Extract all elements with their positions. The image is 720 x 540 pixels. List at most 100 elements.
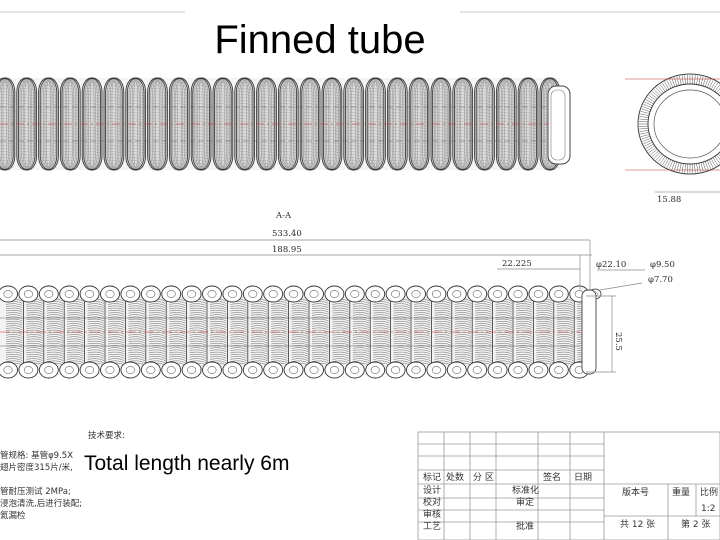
fin-disc	[385, 361, 406, 379]
tube-bend-inner	[550, 89, 566, 161]
fin-disc	[446, 285, 467, 303]
fin-disc	[120, 285, 141, 303]
fin-coil	[147, 77, 168, 171]
tb-approve: 批准	[516, 520, 534, 532]
fin-disc	[528, 361, 549, 379]
fin-disc	[508, 285, 528, 303]
section-fin	[169, 298, 188, 366]
tb-review: 审核	[423, 508, 441, 520]
fin-disc	[222, 361, 243, 379]
section-fin	[128, 298, 147, 366]
tech-req-line-1: 管规格: 基管φ9.5X	[0, 450, 73, 461]
fin-disc	[100, 285, 120, 303]
fin-disc	[202, 285, 222, 303]
tb-scale-label: 比例	[700, 486, 718, 498]
section-fin	[556, 298, 575, 366]
tech-req-line-5: 浸泡清洗,后进行装配;	[0, 498, 82, 509]
tb-scale-value: 1:2	[701, 504, 715, 514]
tb-design: 设计	[423, 484, 441, 496]
tb-standardization: 标准化	[512, 484, 539, 496]
dim-sub-length: 188.95	[272, 245, 302, 255]
fin-disc	[365, 285, 386, 303]
fin-disc	[487, 361, 508, 379]
finned-tube-top-view	[0, 77, 571, 171]
fin-disc	[426, 361, 447, 379]
fin-disc	[426, 285, 447, 303]
tb-check: 校对	[423, 496, 441, 508]
dim-overall-length: 533.40	[272, 229, 302, 239]
dim-end-view-width: 15.88	[657, 195, 681, 205]
section-label: A-A	[275, 211, 292, 221]
fin-disc	[0, 285, 18, 303]
fin-disc	[528, 285, 549, 303]
section-body	[0, 291, 584, 371]
fin-disc	[467, 361, 488, 379]
tb-version: 版本号	[622, 486, 649, 498]
fin-disc	[283, 361, 304, 379]
section-bend	[581, 289, 597, 375]
fin-disc	[38, 285, 59, 303]
section-fin	[515, 298, 534, 366]
finned-tube-section-view	[0, 285, 602, 379]
section-fin	[393, 298, 412, 366]
fin-disc	[140, 285, 161, 303]
fin-disc	[161, 361, 182, 379]
fin-disc	[406, 285, 426, 303]
length-caption: Total length nearly 6m	[84, 452, 290, 475]
leader-line	[599, 282, 643, 291]
tb-sheet-number: 第 2 张	[681, 518, 710, 530]
dim-tube-id: φ7.70	[648, 275, 673, 285]
tb-approval-check: 审定	[516, 496, 534, 508]
tb-zone: 分 区	[473, 472, 494, 483]
fin-disc	[385, 285, 406, 303]
fin-disc	[508, 361, 528, 379]
tech-req-line-2: 翅片密度315片/米,	[0, 462, 73, 473]
fin-coil	[16, 77, 38, 171]
page-title: Finned tube	[214, 18, 426, 62]
tube-bend	[547, 85, 571, 165]
fin-disc	[242, 361, 263, 379]
tb-signature: 签名	[543, 471, 561, 483]
dim-fin-diameter: φ22.10	[596, 260, 626, 270]
tech-req-line-4: 管耐压测试 2MPa;	[0, 486, 71, 497]
fin-disc	[161, 285, 182, 303]
fin-disc	[324, 361, 345, 379]
technical-requirements: 技术要求: 管规格: 基管φ9.5X 翅片密度315片/米, 管耐压测试 2MP…	[0, 430, 125, 521]
dim-tube-od: φ9.50	[650, 260, 675, 270]
fin-disc	[140, 361, 161, 379]
title-block-frame	[417, 431, 720, 540]
fin-disc	[263, 361, 284, 379]
title-block-text: 标记 处数 分 区 签名 日期 设计 校对 审核 工艺 标准化 审定 批准 版本…	[423, 471, 718, 532]
fin-disc	[38, 361, 59, 379]
fin-disc	[59, 361, 80, 379]
fin-disc	[79, 285, 100, 303]
title-block	[417, 431, 720, 540]
fin-disc	[344, 361, 365, 379]
fin-disc	[446, 361, 467, 379]
fin-disc	[263, 285, 284, 303]
dim-height: 25.5	[613, 332, 623, 351]
fin-disc	[467, 285, 488, 303]
section-fin	[352, 298, 371, 366]
fin-disc	[181, 285, 202, 303]
fin-disc	[304, 361, 324, 379]
tb-weight: 重量	[672, 486, 690, 498]
tb-mark: 标记	[423, 471, 441, 483]
tech-req-line-6: 氦漏检	[0, 510, 26, 521]
fin-disc	[18, 285, 39, 303]
fin-disc	[242, 285, 263, 303]
fin-disc	[18, 361, 39, 379]
fin-disc	[202, 361, 222, 379]
tb-date: 日期	[574, 472, 592, 483]
section-fin	[413, 298, 432, 366]
fin-coil	[430, 77, 452, 171]
fin-disc	[222, 285, 243, 303]
section-fin	[148, 298, 167, 366]
fin-disc	[181, 361, 202, 379]
section-fin	[26, 298, 45, 366]
fin-coil	[190, 77, 212, 171]
section-fin	[189, 298, 208, 366]
fin-disc	[548, 361, 569, 379]
fin-disc	[406, 361, 426, 379]
